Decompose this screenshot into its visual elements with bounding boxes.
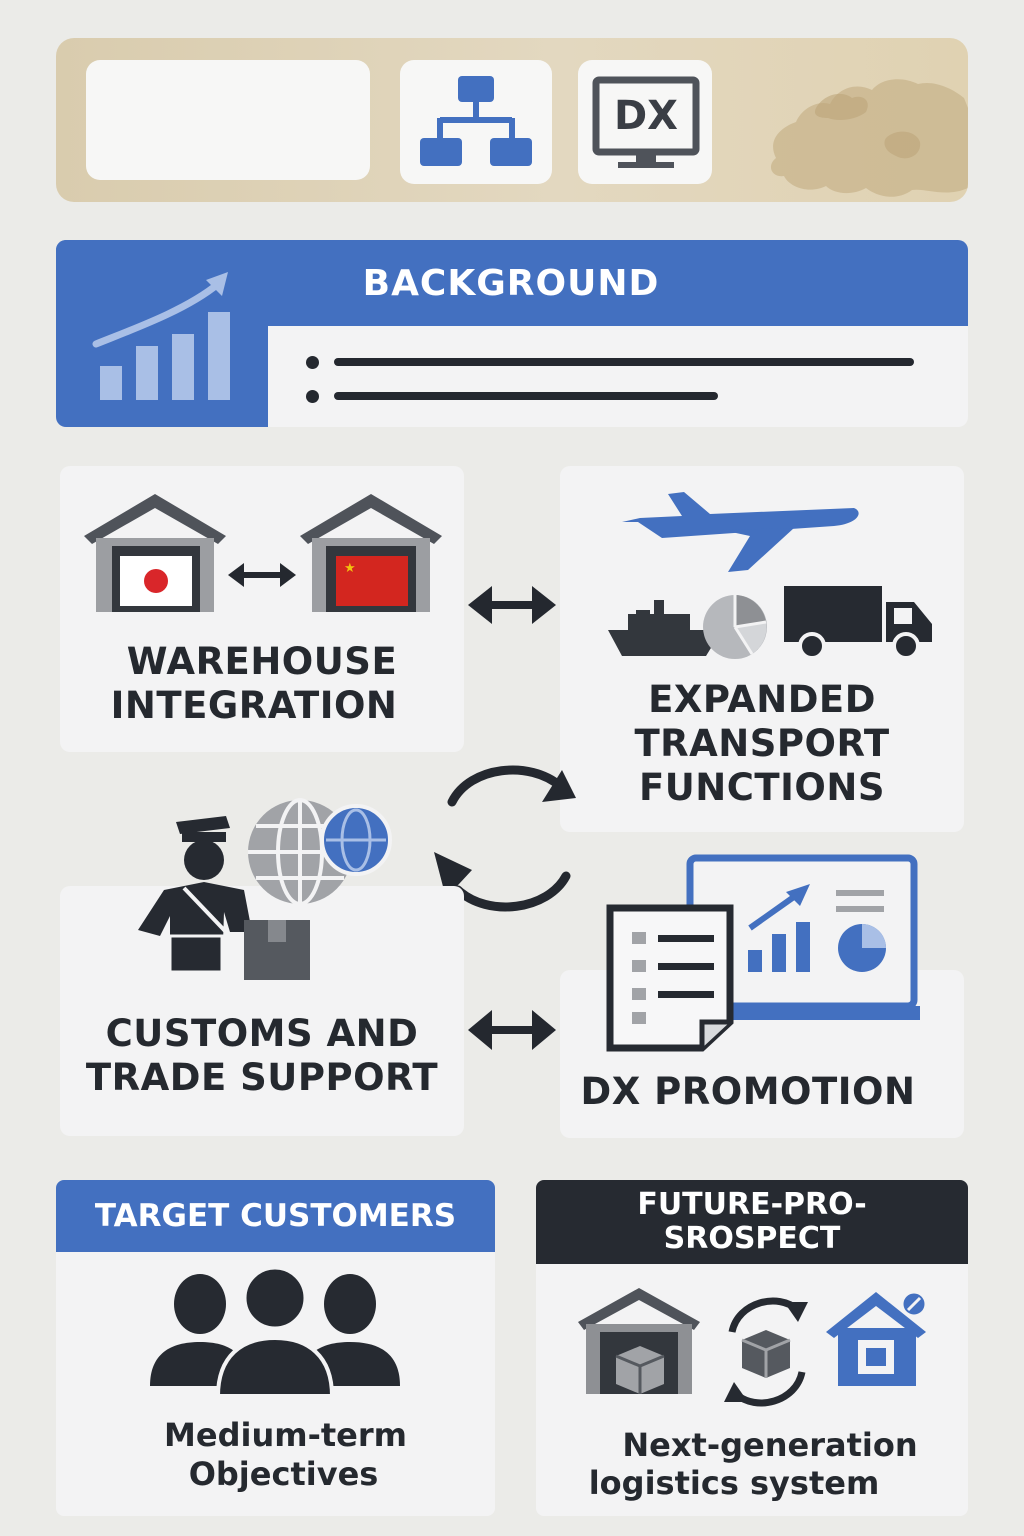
bullet-dot <box>306 390 319 403</box>
world-map-icon <box>770 79 968 197</box>
warehouse-package-icon <box>578 1288 700 1394</box>
checklist-document-icon <box>606 904 734 1052</box>
background-title: BACKGROUND <box>362 263 660 304</box>
customer-group-icon <box>150 1268 400 1398</box>
future-caption-line1: Next-generation <box>622 1426 918 1464</box>
transport-label-line1: EXPANDED <box>648 678 876 721</box>
smart-home-chip-icon <box>826 1290 928 1386</box>
future-prospect-title-line2: SROSPECT <box>663 1221 841 1256</box>
future-caption-line2: logistics system <box>588 1464 880 1502</box>
growth-chart-icon <box>92 272 230 400</box>
org-chart-icon <box>420 76 532 166</box>
banner-blank-box <box>86 60 370 180</box>
cycle-arrows-icon <box>434 765 576 912</box>
target-customers-title: TARGET CUSTOMERS <box>56 1180 495 1252</box>
target-caption-line2: Objectives <box>188 1455 379 1493</box>
banner-org-box <box>400 60 552 184</box>
warehouse-label-line1: WAREHOUSE <box>126 640 398 683</box>
transport-label-line3: FUNCTIONS <box>638 766 885 809</box>
banner-dx-box: DX <box>578 60 712 184</box>
dx-promotion-label: DX PROMOTION <box>580 1070 916 1113</box>
svg-text:★: ★ <box>344 561 356 576</box>
future-prospect-panel: FUTURE-PRO- SROSPECT Next-generation log… <box>536 1180 968 1516</box>
warehouse-integration-card: ★ WAREHOUSE INTEGRATION <box>60 466 464 752</box>
horizontal-arrow-top-icon <box>468 586 556 624</box>
horizontal-arrow-bottom-icon <box>468 1010 556 1050</box>
customs-officer-icon <box>138 816 252 974</box>
small-globe-blue-icon <box>320 804 392 876</box>
background-section: BACKGROUND <box>56 240 968 427</box>
pie-chart-icon <box>703 595 767 659</box>
background-side-panel <box>56 240 268 427</box>
japan-warehouse-icon <box>84 494 226 612</box>
truck-icon <box>784 586 932 660</box>
future-prospect-title-line1: FUTURE-PRO- <box>637 1187 867 1222</box>
package-icon <box>244 920 310 980</box>
transport-label-line2: TRANSPORT <box>634 722 890 765</box>
bullet-line <box>334 358 914 366</box>
dx-monitor-icon <box>592 76 700 168</box>
airplane-icon <box>622 492 859 572</box>
dx-text: DX <box>613 93 679 139</box>
expanded-transport-card: EXPANDED TRANSPORT FUNCTIONS <box>560 466 964 832</box>
customs-label-line2: TRADE SUPPORT <box>85 1056 439 1099</box>
target-customers-panel: TARGET CUSTOMERS Medium-term Objectives <box>56 1180 495 1516</box>
bullet-line <box>334 392 718 400</box>
customs-label-line1: CUSTOMS AND <box>105 1012 419 1055</box>
top-banner: DX <box>56 38 968 202</box>
china-warehouse-icon: ★ <box>300 494 442 612</box>
warehouse-label-line2: INTEGRATION <box>110 684 398 727</box>
future-prospect-header: FUTURE-PRO- SROSPECT <box>536 1180 968 1264</box>
bullet-dot <box>306 356 319 369</box>
bidirectional-arrow-icon <box>228 563 296 587</box>
ship-icon <box>608 600 722 656</box>
recycle-box-icon <box>724 1297 808 1407</box>
target-caption-line1: Medium-term <box>164 1416 407 1454</box>
